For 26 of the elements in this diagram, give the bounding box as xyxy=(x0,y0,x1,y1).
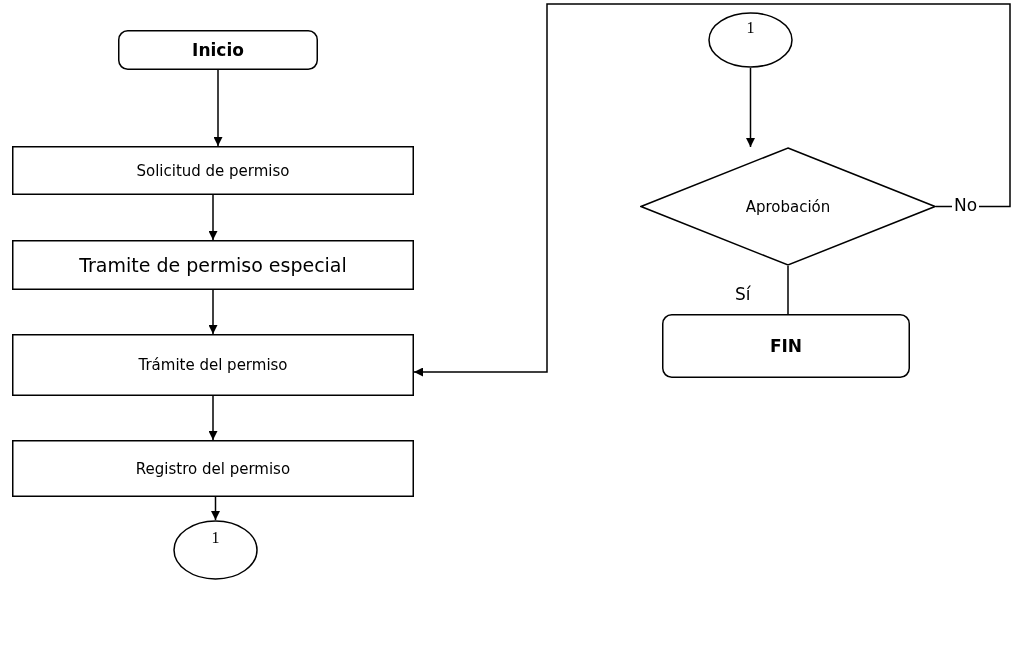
process-box xyxy=(12,146,414,195)
node-label: 1 xyxy=(211,529,220,547)
arrow xyxy=(213,69,223,147)
arrow xyxy=(208,194,218,241)
connector-line xyxy=(787,265,789,315)
node-label: Registro del permiso xyxy=(135,459,291,478)
process-box xyxy=(12,334,414,396)
node-label: Tramite de permiso especial xyxy=(79,254,347,276)
node-label: Inicio xyxy=(192,40,244,60)
process-box xyxy=(12,440,414,497)
connector-circle xyxy=(173,520,258,580)
end-terminal xyxy=(662,314,910,378)
arrow xyxy=(413,3,1011,377)
node-label: 1 xyxy=(746,19,755,37)
arrow xyxy=(208,289,218,335)
start-terminal xyxy=(118,30,318,70)
process-box xyxy=(12,240,414,290)
node-label: Aprobación xyxy=(745,197,831,216)
connector-circle xyxy=(708,12,793,68)
arrow xyxy=(746,67,755,148)
decision-diamond xyxy=(640,147,936,266)
arrow xyxy=(208,395,218,441)
node-label: Solicitud de permiso xyxy=(136,161,290,180)
arrow xyxy=(211,496,220,521)
node-label: FIN xyxy=(769,336,803,356)
node-label: Trámite del permiso xyxy=(138,356,288,374)
